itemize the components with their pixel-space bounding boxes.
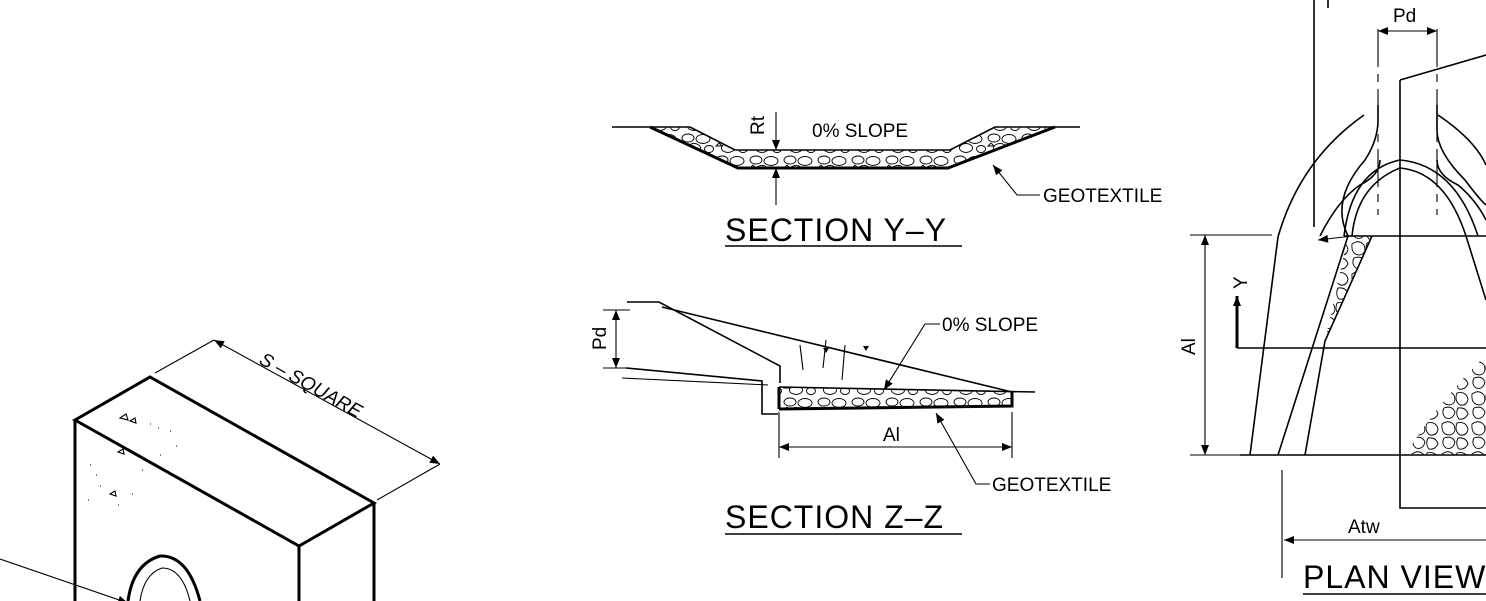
zz-fill-slope [661, 306, 1013, 393]
rt-dim-label: Rt [748, 115, 769, 135]
plan-pd-dim-label: Pd [1393, 6, 1416, 27]
s-square-dimension [213, 339, 441, 465]
yy-riprap-top [612, 126, 1080, 151]
section-zz-title: SECTION Z–Z [725, 499, 944, 535]
zz-slope-label: 0% SLOPE [942, 315, 1038, 336]
s-square-label: S – SQUARE [256, 349, 366, 423]
yy-slope-label: 0% SLOPE [812, 121, 908, 142]
section-yy-title: SECTION Y–Y [725, 212, 947, 248]
yy-geotextile-label: GEOTEXTILE [1043, 186, 1162, 207]
zz-al-dim-label: Al [883, 425, 900, 446]
zz-pd-dim-label: Pd [590, 327, 611, 350]
plan-cut-y-label: Y [1231, 276, 1252, 289]
concrete-texture [88, 413, 177, 506]
zz-riprap-fill [779, 387, 1012, 409]
plan-atw-dim-label: Atw [1348, 517, 1380, 538]
plan-view: Pd Al Y [1179, 0, 1486, 595]
plan-view-title: PLAN VIEW [1303, 559, 1486, 595]
pipe-opening [126, 554, 202, 601]
zz-geotextile-label: GEOTEXTILE [992, 475, 1111, 496]
zz-geotextile-line [778, 392, 1014, 411]
zz-pipe-top [627, 301, 781, 383]
section-zz: Pd Al 0% SLOPE GEOTEXTILE SECTION Z–Z [590, 301, 1111, 535]
plan-stone-fill-right [1405, 355, 1486, 455]
plan-al-dim-label: Al [1179, 338, 1200, 355]
section-yy: Rt 0% SLOPE GEOTEXTILE SECTION Y–Y [612, 112, 1162, 248]
zz-pipe-bottom [625, 367, 778, 415]
isometric-block: S – SQUARE [0, 339, 441, 601]
yy-geotextile-line [649, 125, 1056, 170]
yy-riprap-fill [650, 127, 1050, 168]
pipe-leader [0, 558, 128, 601]
